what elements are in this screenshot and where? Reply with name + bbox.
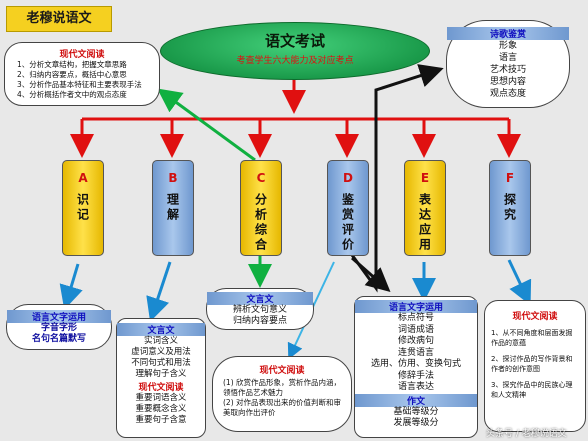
- e-detail-title-2: 作文: [355, 393, 477, 407]
- f-detail-line: 3、探究作品中的民族心理和人文精神: [491, 381, 573, 399]
- f-detail-callout: 现代文阅读 1、从不同角度和层面发掘作品的意蕴 2、探讨作品的写作背景和作者的创…: [484, 300, 586, 432]
- ability-box-d: D 鉴赏评价: [327, 160, 369, 256]
- e-detail-line: 连贯语言: [397, 347, 434, 358]
- top-exam-node: 语文考试 考查学生六大能力及对应考点: [160, 22, 430, 80]
- e-detail-line: 选用、仿用、变换句式: [370, 359, 461, 369]
- b-detail-callout: 文言文 实词含义 虚词意义及用法 不同句式和用法 理解句子含义 现代文阅读 重要…: [116, 318, 206, 438]
- box-letter: A: [78, 171, 88, 185]
- b-detail-line: 重要概念含义: [135, 404, 187, 414]
- c-detail-line: 归纳内容要点: [232, 316, 287, 326]
- e-detail-line: 词语成语: [397, 324, 434, 335]
- b-detail-line: 不同句式和用法: [131, 358, 191, 368]
- e-detail-title-1: 语言文字运用: [355, 300, 477, 313]
- box-letter: F: [505, 171, 515, 185]
- ability-box-e: E 表达应用: [404, 160, 446, 256]
- ability-box-b: B 理解: [152, 160, 194, 256]
- box-letter: C: [256, 171, 266, 185]
- e-detail-line: 修辞手法: [397, 370, 434, 381]
- top-subtitle: 考查学生六大能力及对应考点: [236, 56, 354, 66]
- e-detail-line: 发展等级分: [393, 418, 439, 428]
- a-detail-title: 语言文字运用: [7, 310, 111, 323]
- e-detail-line: 标点符号: [397, 313, 434, 323]
- top-left-line: 3、分析作品基本特征和主要表现手法: [17, 80, 142, 89]
- a-detail-callout: 语言文字运用 字音字形 名句名篇默写: [6, 304, 112, 350]
- box-label: 表达应用: [417, 193, 432, 253]
- box-letter: B: [168, 171, 178, 185]
- ability-box-c: C 分析综合: [240, 160, 282, 256]
- box-label: 探究: [502, 193, 517, 223]
- top-right-line: 艺术技巧: [489, 65, 526, 75]
- top-right-line: 语言: [498, 53, 517, 63]
- box-label: 识记: [75, 193, 90, 223]
- logo-badge: 老穆说语文: [6, 6, 112, 32]
- f-detail-line: 1、从不同角度和层面发掘作品的意蕴: [491, 329, 573, 347]
- box-letter: E: [420, 171, 430, 185]
- b-detail-line: 虚词意义及用法: [131, 347, 191, 357]
- d-detail-callout: 现代文阅读 (1) 欣赏作品形象，赏析作品内涵，领悟作品艺术魅力 (2) 对作品…: [212, 356, 352, 432]
- a-detail-line: 字音字形: [40, 323, 77, 333]
- d-detail-title: 现代文阅读: [259, 366, 305, 376]
- f-detail-line: 2、探讨作品的写作背景和作者的创作意图: [491, 355, 573, 373]
- watermark: 头条号 / 老穆说语文: [486, 429, 567, 439]
- top-right-title: 诗歌鉴赏: [447, 27, 569, 40]
- top-right-line: 思想内容: [489, 77, 526, 87]
- top-left-line: 4、分析概括作者文中的观点态度: [17, 90, 127, 99]
- f-detail-title: 现代文阅读: [512, 312, 558, 322]
- b-detail-line: 理解句子含义: [135, 369, 187, 379]
- box-label: 分析综合: [253, 193, 268, 253]
- e-detail-line: 修改病句: [397, 336, 434, 346]
- top-left-callout: 现代文阅读 1、分析文章结构，把握文章思路 2、归纳内容要点，概括中心意思 3、…: [4, 42, 160, 106]
- ability-box-f: F 探究: [489, 160, 531, 256]
- d-detail-line: (2) 对作品表现出来的价值判断和审美取向作出评价: [223, 398, 342, 417]
- c-detail-callout: 文言文 辨析文句意义 归纳内容要点: [206, 288, 314, 330]
- top-right-line: 形象: [498, 41, 517, 51]
- box-label: 鉴赏评价: [340, 193, 355, 253]
- top-title: 语文考试: [264, 32, 325, 50]
- b-detail-line: 实词含义: [143, 336, 178, 346]
- top-left-title: 现代文阅读: [59, 50, 105, 60]
- box-letter: D: [343, 171, 353, 185]
- c-detail-line: 辨析文句意义: [232, 305, 287, 315]
- b-detail-line: 重要词语含义: [135, 393, 187, 403]
- e-detail-line: 基础等级分: [393, 406, 439, 417]
- top-left-line: 2、归纳内容要点，概括中心意思: [17, 70, 127, 79]
- e-detail-callout: 语言文字运用 标点符号 词语成语 修改病句 连贯语言 选用、仿用、变换句式 修辞…: [354, 296, 478, 438]
- top-left-line: 1、分析文章结构，把握文章思路: [17, 60, 127, 69]
- box-label: 理解: [165, 193, 180, 223]
- ability-box-a: A 识记: [62, 160, 104, 256]
- e-detail-line: 语言表达: [397, 382, 434, 392]
- b-detail-title-2: 现代文阅读: [138, 383, 184, 393]
- b-detail-line: 重要句子含意: [135, 415, 187, 425]
- c-detail-title: 文言文: [207, 292, 313, 305]
- d-detail-line: (1) 欣赏作品形象，赏析作品内涵，领悟作品艺术魅力: [223, 378, 342, 397]
- a-detail-line: 名句名篇默写: [31, 334, 86, 344]
- top-right-callout: 诗歌鉴赏 形象 语言 艺术技巧 思想内容 观点态度: [446, 20, 570, 108]
- b-detail-title-1: 文言文: [117, 323, 205, 336]
- top-right-line: 观点态度: [489, 89, 526, 99]
